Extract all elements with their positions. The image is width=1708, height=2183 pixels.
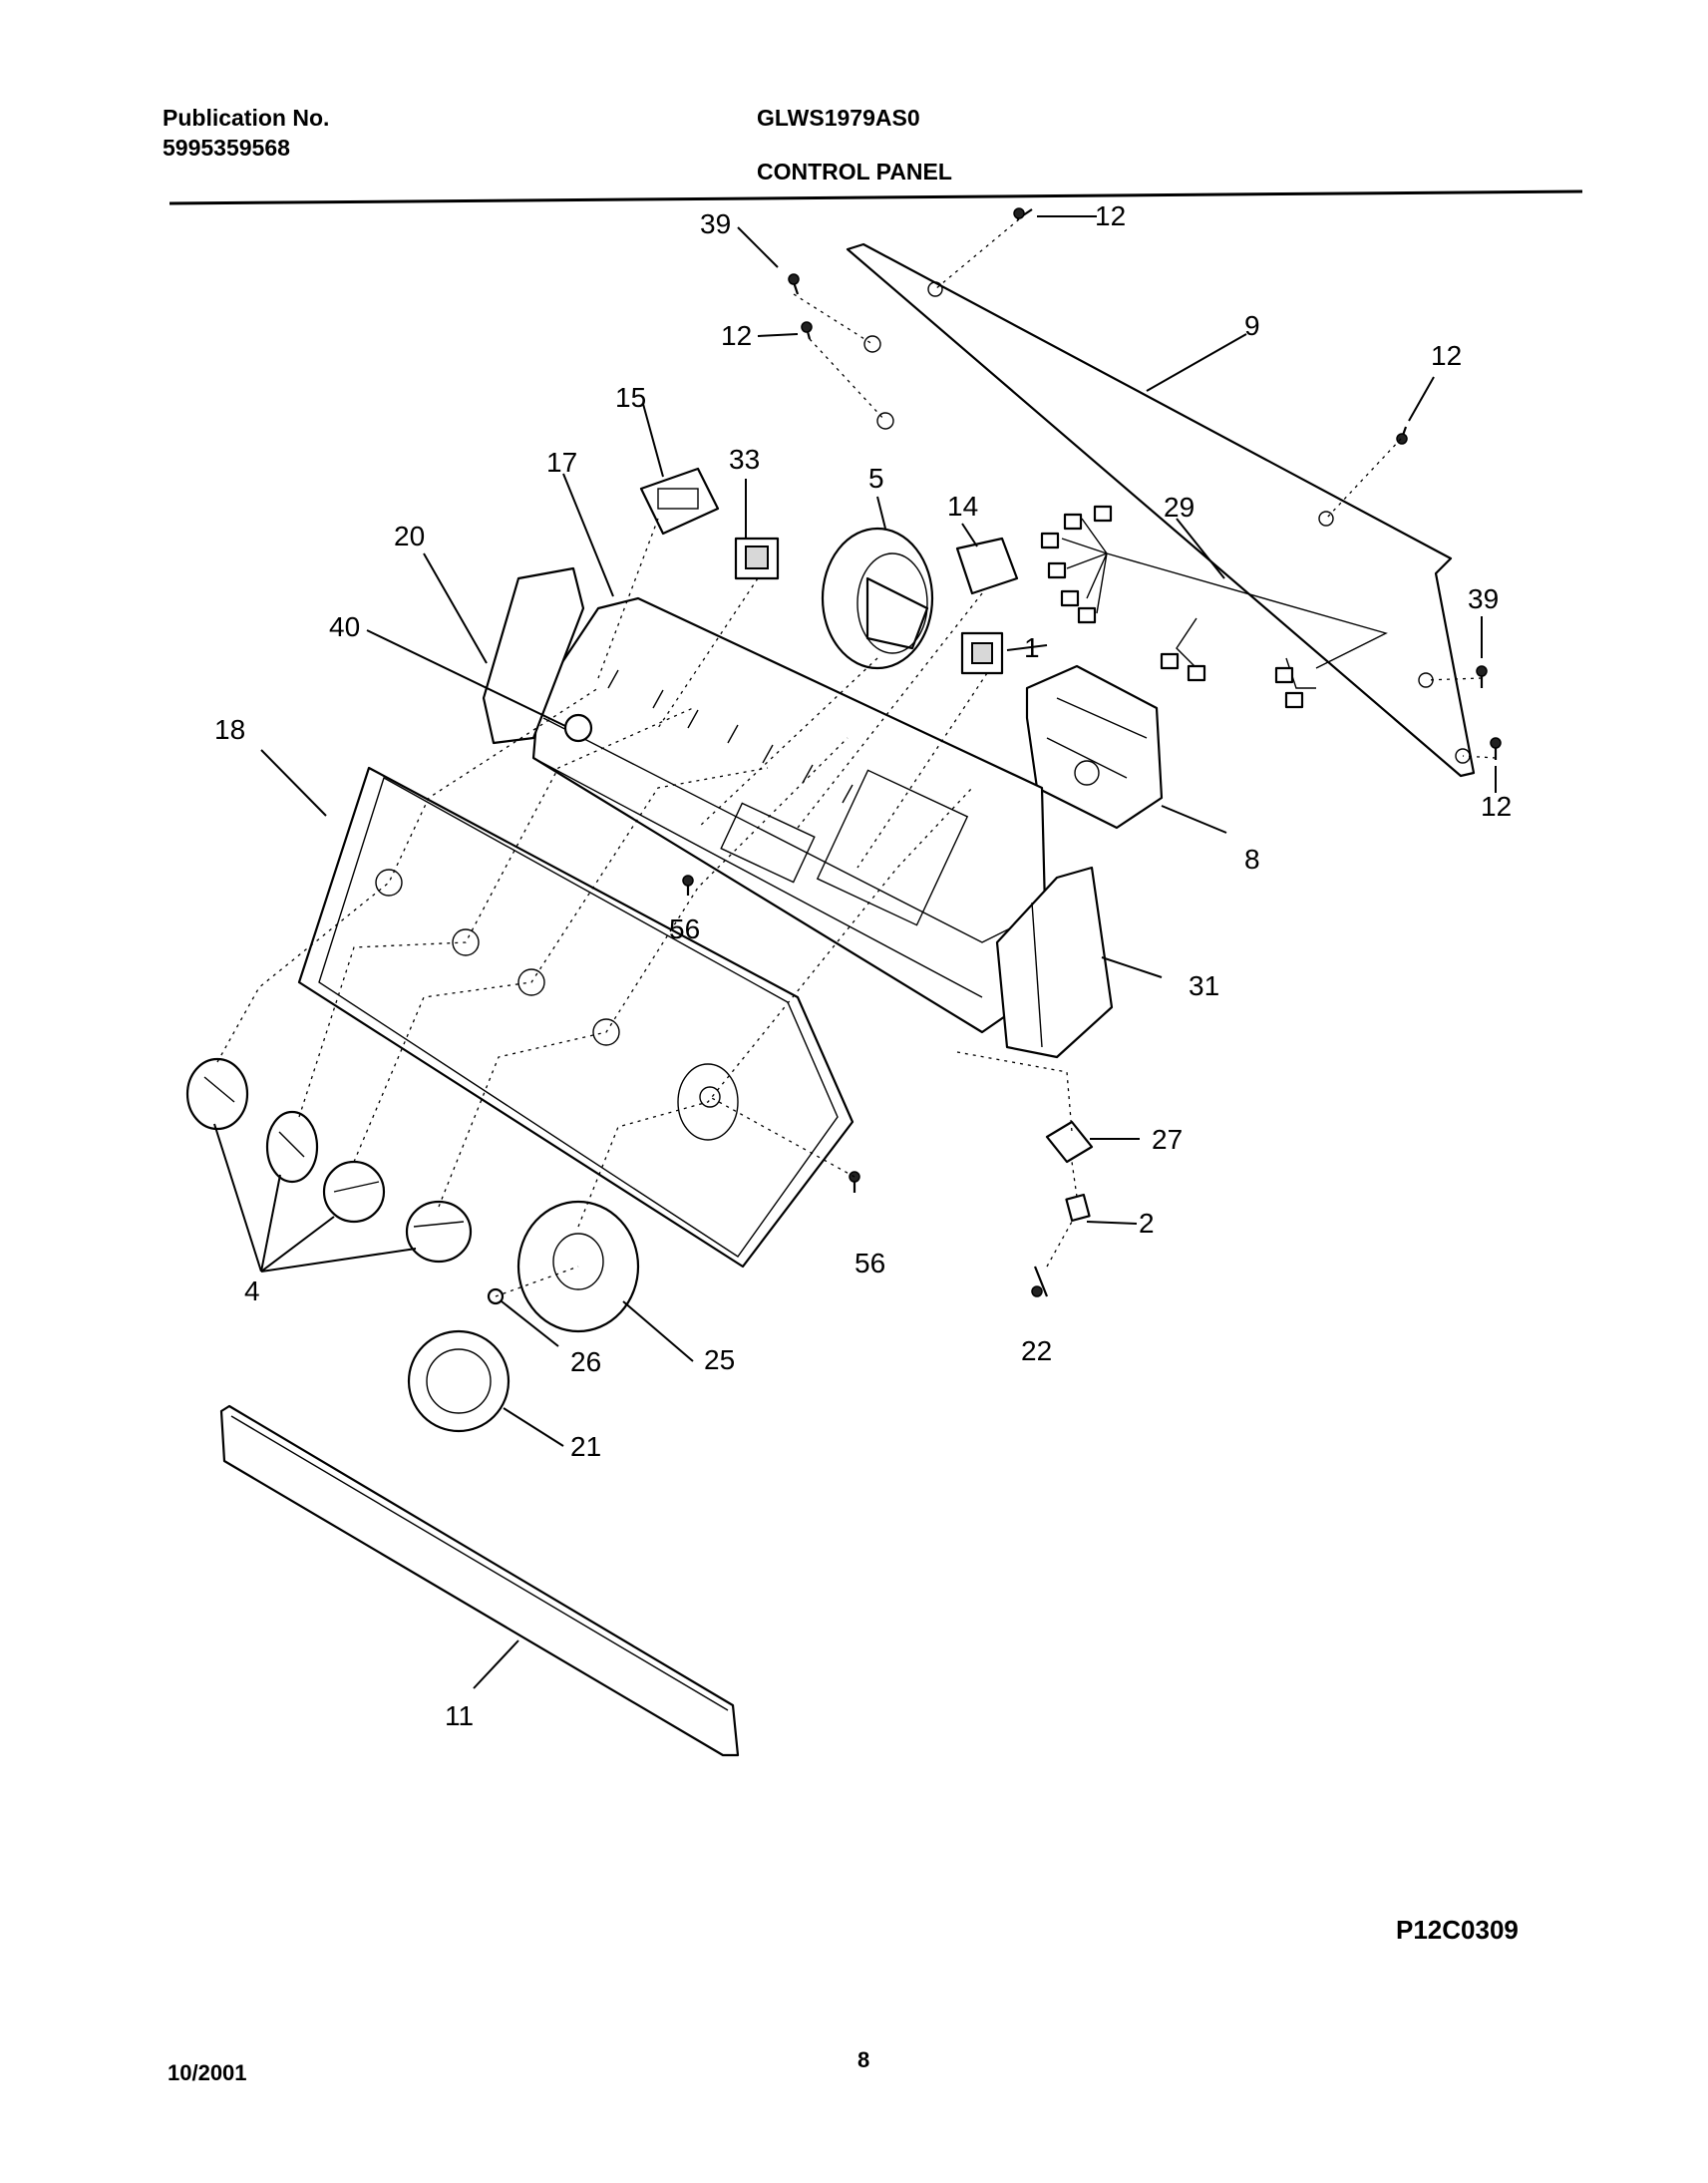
bracket-part-27 [1045,1120,1094,1164]
screw-part-12-bottom [1490,737,1502,760]
callout-39-top: 39 [700,208,731,239]
drawing-id: P12C0309 [1396,1915,1519,1945]
part-40 [563,713,593,743]
screw-part-12-top [1013,207,1033,220]
publication-number: 5995359568 [163,135,290,161]
callout-26: 26 [570,1346,601,1377]
front-panel-part-18 [297,766,854,1269]
screw-part-39-right [1476,665,1488,688]
callout-1: 1 [1024,632,1040,663]
callout-15: 15 [615,382,646,413]
callout-21: 21 [570,1431,601,1462]
callout-2: 2 [1139,1208,1155,1239]
screw-part-12-left [801,321,813,340]
callout-27: 27 [1152,1124,1183,1155]
publication-label: Publication No. [163,105,330,131]
screw-part-39-top [788,273,800,295]
knob-part-4-c [322,1160,386,1224]
callout-29: 29 [1164,492,1195,523]
callout-12-bottom: 12 [1481,791,1512,822]
callout-22: 22 [1021,1335,1052,1366]
footer-date: 10/2001 [168,2060,247,2085]
callout-31: 31 [1189,970,1219,1001]
callout-11: 11 [445,1700,474,1731]
timer-part-8 [1025,664,1164,830]
callout-12-left: 12 [721,320,752,351]
model-number: GLWS1979AS0 [757,105,920,131]
leader-lines [213,215,1497,1689]
callout-14: 14 [947,491,978,522]
screw-part-22 [1031,1266,1049,1297]
knob-part-4-b [265,1110,319,1184]
screw-part-56-upper [682,875,694,896]
callout-5: 5 [868,463,884,494]
control-board-part-15 [639,467,720,536]
callout-12-top: 12 [1095,200,1126,231]
knob-part-4-d [405,1200,473,1264]
callout-8: 8 [1244,844,1260,875]
rear-panel-part-9 [846,242,1476,778]
callout-labels: 39 12 9 12 12 15 17 33 5 14 29 39 20 40 … [214,200,1512,1731]
switch-part-1 [960,631,1004,675]
callout-39-right: 39 [1468,583,1499,614]
callout-18: 18 [214,714,245,745]
header-rule [169,189,1583,205]
screw-part-56-lower [849,1171,860,1193]
callout-20: 20 [394,521,425,551]
callout-4: 4 [244,1275,260,1306]
callout-9: 9 [1244,310,1260,341]
relay-part-14 [955,537,1019,595]
callout-40: 40 [329,611,360,642]
callout-12-right: 12 [1431,340,1462,371]
switch-part-33 [734,537,780,580]
wire-harness-part-29 [1040,505,1388,709]
callout-17: 17 [546,447,577,478]
dial-knob-part-21 [407,1329,511,1433]
callout-25: 25 [704,1344,735,1375]
trim-strip-part-11 [219,1404,740,1757]
section-title: CONTROL PANEL [757,159,952,184]
end-cap-part-31 [995,866,1114,1059]
callout-33: 33 [729,444,760,475]
selector-part-5 [821,527,934,670]
callout-56-upper: 56 [669,913,700,944]
screw-part-12-right [1396,426,1408,445]
callout-56-lower: 56 [854,1248,885,1278]
knob-part-4-a [185,1057,249,1131]
spacer-part-2 [1065,1193,1091,1223]
page-number: 8 [857,2047,870,2072]
